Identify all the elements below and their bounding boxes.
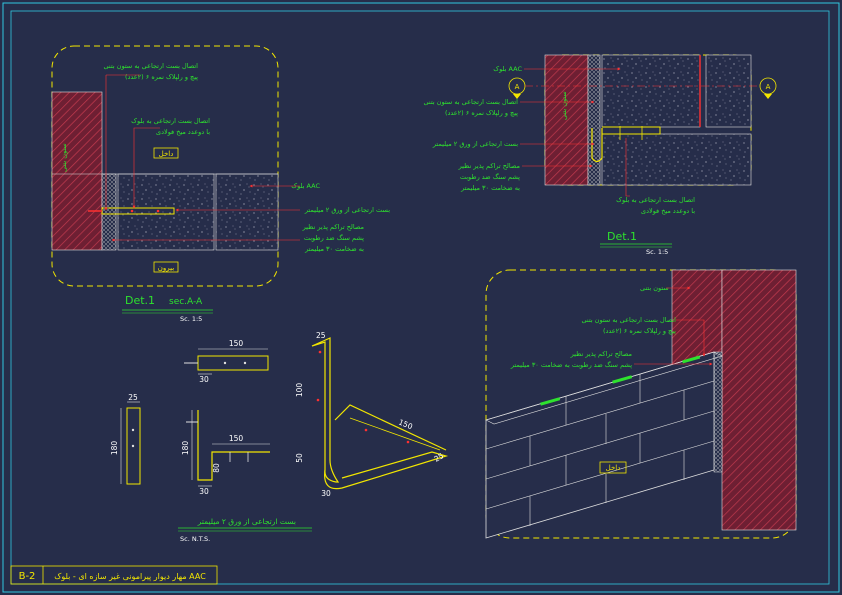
label-outside-left: بیرون <box>158 264 174 272</box>
iso-label-clip-1: اتصال بست ارتجاعی به ستون بتنی <box>582 316 677 324</box>
label-filler-2-left: پشم سنگ ضد رطوبت <box>304 234 364 242</box>
concrete-column-right <box>544 54 589 186</box>
label-block-conn: اتصال بست ارتجاعی به بلوک <box>131 117 210 125</box>
dim-180-side: 180 <box>181 441 190 456</box>
dim-100-iso: 100 <box>295 383 304 398</box>
label-block-conn-right: اتصال بست ارتجاعی به بلوک <box>616 196 695 204</box>
label-filler-1-right: مصالح تراکم پذیر نظیر <box>458 162 520 170</box>
iso-label-filler-2: پشم سنگ ضد رطوبت به ضخامت ۳۰ میلیمتر <box>510 361 632 369</box>
sheet-inner-frame <box>10 10 830 585</box>
label-clip-right: بست ارتجاعی از ورق ۲ میلیمتر <box>432 140 518 148</box>
iso-column-side <box>721 269 797 531</box>
dim-80-side: 80 <box>212 463 221 473</box>
iso-label-clip-2: پیچ و رلپلاک نمره ۶ (۲عدد) <box>603 327 676 335</box>
section-mark-left-label: A <box>515 83 520 91</box>
det-right-scale: Sc. 1:5 <box>646 248 668 256</box>
aac-block-right-1 <box>601 54 701 128</box>
label-clip-left: بست ارتجاعی از ورق ۲ میلیمتر <box>304 206 390 214</box>
iso-label-filler-1: مصالح تراکم پذیر نظیر <box>570 350 632 358</box>
det-right-section: ستون بتنی A A بلوک AAC اتصال بست ارتجاعی… <box>424 54 777 256</box>
dim-25-front: 25 <box>128 393 138 402</box>
label-inside-left: داخل <box>159 150 174 158</box>
clip-front-elevation <box>126 407 141 485</box>
aac-block-right-3 <box>601 133 752 186</box>
aac-block-2 <box>215 173 279 251</box>
det-left-section: ستون بتنی اتصال بست ارتجاعی به ستون بتنی… <box>51 45 390 323</box>
section-mark-right-label: A <box>766 83 771 91</box>
clip-side-section <box>197 410 270 481</box>
label-filler-3-left: به ضخامت ۳۰ میلیمتر <box>304 245 364 253</box>
rockwool-strip <box>101 173 117 251</box>
label-column-bolt-2: پیچ و رلپلاک نمره ۶ (۲عدد) <box>125 73 198 81</box>
det-left-section-label: sec.A-A <box>169 297 203 307</box>
iso-rockwool <box>713 351 723 473</box>
dim-30-iso: 30 <box>321 489 331 498</box>
dim-25-iso-tip: 25 <box>433 451 446 464</box>
label-filler-2-right: پشم سنگ ضد رطوبت <box>460 173 520 181</box>
iso-cloud <box>485 269 797 539</box>
aac-block-right-2 <box>705 54 752 128</box>
dim-150-iso: 150 <box>397 418 414 432</box>
clip-isometric-hook <box>311 337 340 483</box>
dim-30-top: 30 <box>199 375 209 384</box>
label-column-right-vertical: ستون بتنی <box>560 91 568 120</box>
label-filler-3-right: به ضخامت ۳۰ میلیمتر <box>460 184 520 192</box>
label-block-conn-2: با دوعدد میخ فولادی <box>156 128 210 136</box>
label-column-bolt: اتصال بست ارتجاعی به ستون بتنی <box>104 62 199 70</box>
sheet-title: مهار دیوار پیرامونی غیر سازه ای - بلوک A… <box>54 572 206 581</box>
dim-150-top: 150 <box>229 339 244 348</box>
iso-label-inside: داخل <box>606 464 621 472</box>
clip-detail-section: 150 30 25 180 150 180 80 30 25 100 50 <box>110 331 449 543</box>
dim-30-side: 30 <box>199 487 209 496</box>
label-block-conn-right-2: با دوعدد میخ فولادی <box>641 207 695 215</box>
dim-180-front: 180 <box>110 441 119 456</box>
label-filler-1-left: مصالح تراکم پذیر نظیر <box>302 223 364 231</box>
det-right-title: Det.1 <box>607 230 637 243</box>
clip-plan-top <box>197 355 269 371</box>
aac-block-1 <box>117 173 215 251</box>
label-column-bolt-right-2: پیچ و رلپلاک نمره ۶ (۲عدد) <box>445 109 518 117</box>
title-block: B-2 مهار دیوار پیرامونی غیر سازه ای - بل… <box>10 565 218 585</box>
clip-hook-right <box>591 128 603 163</box>
dim-150-side: 150 <box>229 434 244 443</box>
det-left-title: Det.1 <box>125 294 155 307</box>
label-aac-right: بلوک AAC <box>493 65 522 73</box>
label-column-left: ستون بتنی <box>60 143 68 172</box>
concrete-column-hatch <box>51 91 103 251</box>
label-column-bolt-right: اتصال بست ارتجاعی به ستون بتنی <box>424 98 519 106</box>
iso-wall-section: ستون بتنی اتصال بست ارتجاعی به ستون بتنی… <box>485 269 797 539</box>
clip-detail-scale: Sc. N.T.S. <box>180 535 210 543</box>
dim-25-iso: 25 <box>316 331 326 340</box>
label-aac-left: بلوک AAC <box>291 182 320 190</box>
dim-50-iso: 50 <box>295 453 304 463</box>
iso-label-column: ستون بتنی <box>640 284 669 292</box>
sheet-code: B-2 <box>19 571 36 582</box>
clip-detail-title: بست ارتجاعی از ورق ۲ میلیمتر <box>197 517 296 526</box>
det-left-scale: Sc. 1:5 <box>180 315 202 323</box>
rockwool-right <box>587 54 601 186</box>
